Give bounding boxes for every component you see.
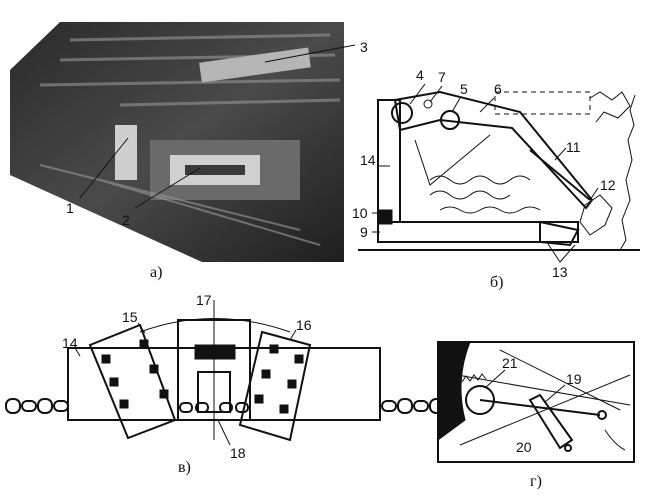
- machine-support: [115, 125, 137, 180]
- roof-beam: [199, 47, 311, 83]
- leader-15: [137, 322, 146, 334]
- top-arc: [139, 318, 291, 333]
- arm-19: [479, 399, 601, 416]
- cylinder-20: [528, 393, 574, 450]
- panel-b: 4 5 6 7 9 10 11 12 13 14 б): [352, 67, 640, 291]
- cylinder-11: [529, 149, 591, 201]
- leader-18: [217, 419, 231, 446]
- leader-4: [409, 83, 426, 105]
- roof-streaks: [39, 33, 341, 107]
- hinge-pin: [391, 102, 413, 124]
- leader-11: [554, 147, 567, 161]
- callout-line-3: [264, 44, 356, 63]
- floor-lines: [39, 164, 321, 246]
- leader-13a: [547, 243, 561, 263]
- base-plate: [377, 221, 579, 243]
- cutter-head-top: [589, 91, 631, 123]
- roof-canopy: [393, 90, 594, 210]
- panel-g-caption: г): [530, 473, 542, 490]
- panel-a: 1 2 3 а): [10, 22, 368, 281]
- callout-21: 21: [502, 355, 518, 371]
- callout-4: 4: [416, 67, 424, 83]
- callout-5: 5: [460, 81, 468, 97]
- leader-5: [451, 97, 461, 113]
- drum-16: [238, 330, 312, 442]
- callout-14b: 14: [360, 152, 376, 168]
- callout-19: 19: [566, 371, 582, 387]
- callout-16: 16: [296, 317, 312, 333]
- left-chain: [5, 398, 69, 414]
- panel-a-caption: а): [150, 264, 162, 281]
- panel-v-caption: в): [178, 459, 191, 476]
- callout-6: 6: [494, 81, 502, 97]
- extended-position: [494, 91, 591, 115]
- callout-line-2: [134, 167, 201, 209]
- callout-12: 12: [600, 177, 616, 193]
- drum-15-teeth: [101, 339, 169, 409]
- panel-v: 14 15 16 17 18 в): [5, 292, 445, 476]
- right-chain: [381, 398, 445, 414]
- callout-15: 15: [122, 309, 138, 325]
- callout-17: 17: [196, 292, 212, 308]
- callout-14v: 14: [62, 335, 78, 351]
- pusher-block: [377, 209, 393, 225]
- sight-line-2: [459, 374, 631, 446]
- callout-10: 10: [352, 205, 368, 221]
- callout-2: 2: [122, 212, 130, 228]
- sight-line-1: [439, 371, 631, 406]
- link-rod: [414, 134, 491, 186]
- leader-12: [589, 187, 599, 201]
- pivot-5: [440, 110, 460, 130]
- leader-21: [484, 369, 506, 389]
- leader-6: [479, 97, 495, 113]
- gearbox-top: [194, 344, 236, 360]
- coal-face: [619, 94, 636, 251]
- callout-9: 9: [360, 224, 368, 240]
- front-sled: [539, 220, 580, 247]
- broken-rock: [429, 175, 541, 214]
- panel-g: 21 19 20 г): [437, 341, 635, 490]
- cylinder-pivot: [564, 444, 572, 452]
- leader-7: [429, 85, 443, 103]
- panel-b-caption: б): [490, 274, 503, 291]
- leader-16: [289, 329, 297, 341]
- callout-13: 13: [552, 264, 568, 280]
- sight-line-3: [499, 349, 621, 411]
- arm-pivot: [597, 410, 607, 420]
- leader-14v: [74, 347, 81, 357]
- machine-slot: [185, 165, 245, 175]
- callout-1: 1: [66, 200, 74, 216]
- callout-20: 20: [516, 439, 532, 455]
- drum-15: [88, 323, 177, 440]
- inner-chain: [179, 402, 249, 413]
- cutter-disk: [465, 385, 495, 415]
- callout-7: 7: [438, 69, 446, 85]
- leader-13b: [559, 244, 576, 263]
- dark-corner: [437, 341, 471, 441]
- callout-3: 3: [360, 39, 368, 55]
- disk-teeth-bottom: [451, 414, 459, 428]
- rear-post: [377, 99, 401, 223]
- disk-teeth-top: [461, 373, 487, 383]
- curve-right: [604, 429, 626, 451]
- callout-18: 18: [230, 445, 246, 461]
- callout-11: 11: [566, 139, 581, 155]
- drum-16-teeth: [254, 344, 304, 414]
- pivot-7: [423, 99, 433, 109]
- leader-19: [544, 384, 566, 403]
- front-cutter: [579, 194, 613, 236]
- callout-line-1: [79, 137, 129, 199]
